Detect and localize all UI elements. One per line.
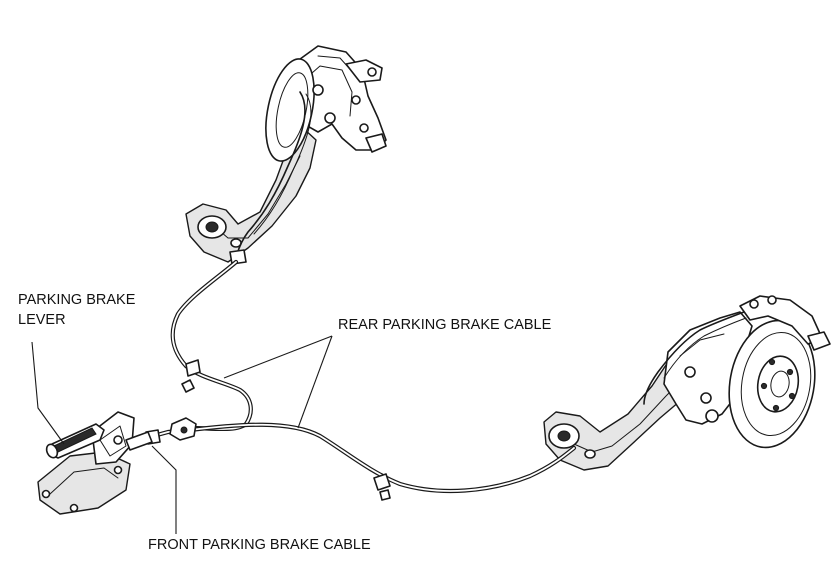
label-rear-parking-brake-cable: REAR PARKING BRAKE CABLE [338, 317, 552, 333]
left-rear-suspension-assembly [185, 45, 387, 265]
cable-routing [143, 259, 577, 501]
leader-lines [31, 335, 333, 534]
label-parking-brake-lever-line1: PARKING BRAKE [18, 292, 136, 308]
right-rear-suspension-assembly [543, 295, 831, 471]
parking-brake-lever [37, 411, 153, 515]
label-parking-brake-lever-line2: LEVER [18, 312, 66, 328]
label-front-parking-brake-cable: FRONT PARKING BRAKE CABLE [148, 537, 371, 553]
